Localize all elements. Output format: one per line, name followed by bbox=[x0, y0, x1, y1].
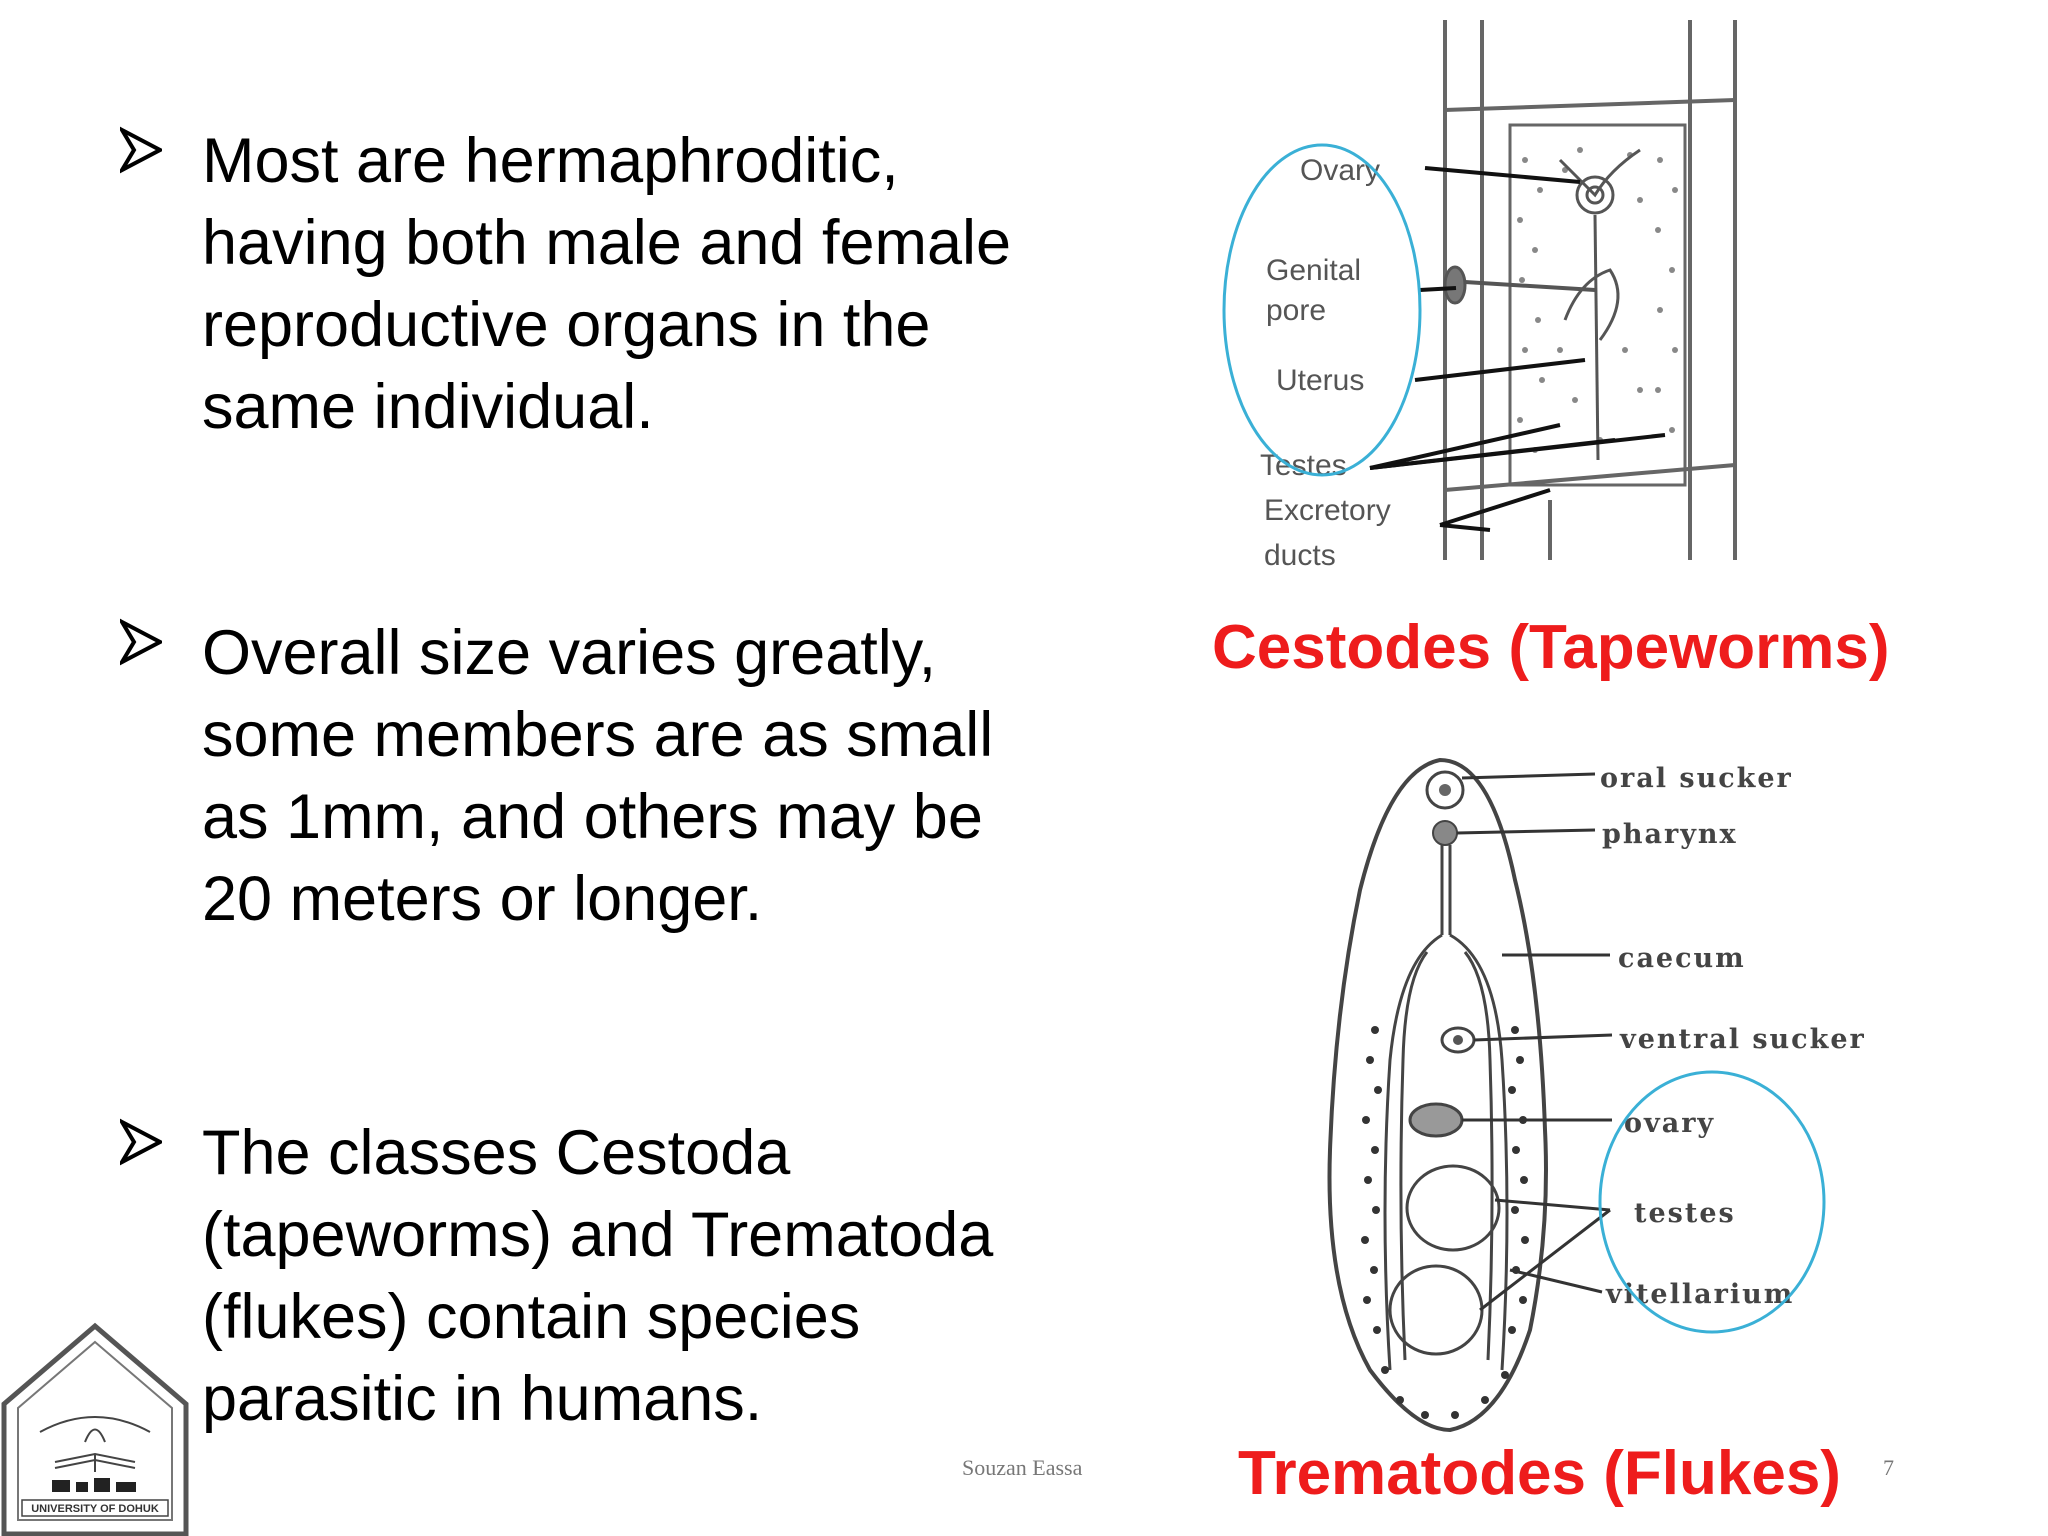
bullet-text: Most are hermaphroditic, having both mal… bbox=[202, 126, 1012, 442]
label-oral-sucker: oral sucker bbox=[1600, 763, 1793, 794]
page-number: 7 bbox=[1883, 1455, 1894, 1480]
label-ventral-sucker: ventral sucker bbox=[1619, 1024, 1866, 1055]
label-ovary: ovary bbox=[1624, 1108, 1715, 1139]
highlight-circle bbox=[1222, 143, 1422, 477]
label-vitellarium: vitellarium bbox=[1605, 1279, 1794, 1310]
logo-caption: UNIVERSITY OF DOHUK bbox=[31, 1503, 159, 1515]
bullet-classes: The classes Cestoda (tapeworms) and Trem… bbox=[116, 1112, 1120, 1440]
cestode-diagram: Ovary Genital pore Uterus Testes Excreto… bbox=[1222, 20, 1737, 572]
label-pore: pore bbox=[1266, 294, 1326, 327]
arrow-bullet-icon bbox=[116, 612, 202, 940]
bullet-hermaphroditic: Most are hermaphroditic, having both mal… bbox=[116, 120, 1120, 448]
footer-author: Souzan Eassa bbox=[962, 1455, 1083, 1480]
bullet-size: Overall size varies greatly, some member… bbox=[116, 612, 1120, 940]
bullet-text: Overall size varies greatly, some member… bbox=[202, 618, 994, 934]
label-testes: testes bbox=[1634, 1198, 1736, 1229]
arrow-bullet-icon bbox=[116, 120, 202, 448]
label-excretory: Excretory bbox=[1264, 494, 1391, 527]
label-caecum: caecum bbox=[1618, 943, 1746, 974]
label-ducts: ducts bbox=[1264, 539, 1336, 572]
label-ovary: Ovary bbox=[1300, 154, 1380, 187]
trematode-diagram: oral sucker pharynx caecum ventral sucke… bbox=[1327, 757, 1866, 1433]
highlight-circle bbox=[1598, 1070, 1826, 1334]
label-uterus: Uterus bbox=[1276, 364, 1364, 397]
label-pharynx: pharynx bbox=[1602, 819, 1738, 850]
trematode-title: Trematodes (Flukes) bbox=[1238, 1439, 1841, 1508]
arrow-bullet-icon bbox=[116, 1112, 202, 1440]
university-logo: UNIVERSITY OF DOHUK bbox=[1, 1322, 189, 1536]
cestode-title: Cestodes (Tapeworms) bbox=[1212, 613, 1890, 682]
label-genital: Genital bbox=[1266, 254, 1361, 287]
bullet-text: The classes Cestoda (tapeworms) and Trem… bbox=[202, 1118, 994, 1434]
